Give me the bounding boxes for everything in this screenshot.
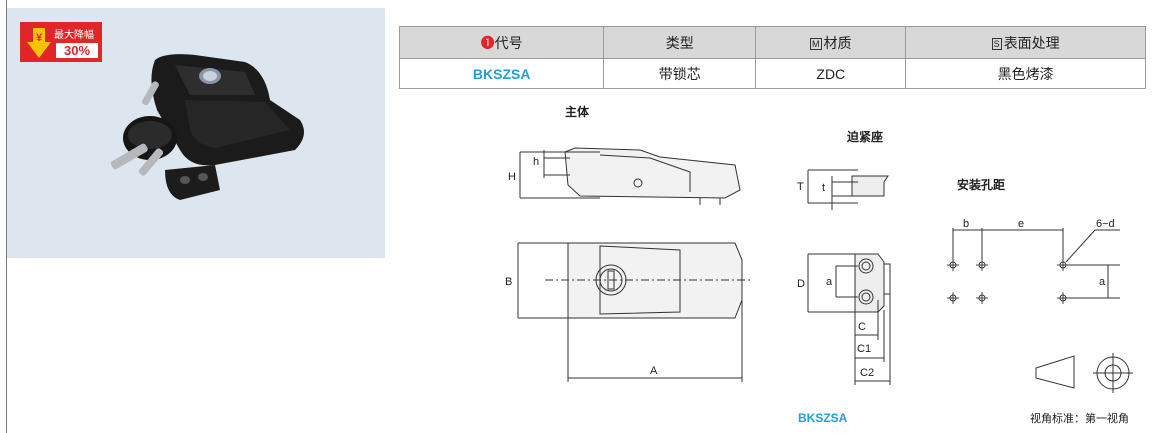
svg-text:C: C: [858, 321, 866, 333]
svg-text:C2: C2: [860, 367, 874, 379]
price-down-arrow-icon: ¥: [27, 28, 51, 58]
frame-border: [6, 0, 7, 433]
discount-badge: ¥ 最大降幅 30%: [20, 22, 102, 62]
svg-text:t: t: [822, 182, 825, 194]
cell-code[interactable]: BKSZSA: [398, 58, 605, 89]
cell-material: ZDC: [755, 58, 907, 89]
product-photo: [110, 54, 304, 200]
svg-text:h: h: [533, 156, 539, 168]
first-angle-projection-icon: [1035, 353, 1133, 393]
svg-text:T: T: [797, 181, 804, 193]
svg-text:C1: C1: [857, 343, 871, 355]
svg-text:H: H: [508, 171, 516, 183]
header-code: ❶代号: [398, 26, 605, 59]
retainer-side-view: [807, 169, 889, 210]
label-view-standard: 视角标准：第一视角: [1030, 413, 1129, 425]
svg-text:D: D: [797, 278, 805, 290]
svg-text:A: A: [650, 365, 658, 377]
table-row: BKSZSA 带锁芯 ZDC 黑色烤漆: [398, 58, 1146, 89]
svg-text:e: e: [1018, 218, 1024, 230]
cell-surface: 黑色烤漆: [905, 58, 1146, 89]
svg-text:a: a: [1099, 276, 1106, 288]
hole-pitch-diagram: [947, 228, 1120, 304]
main-top-view: [517, 242, 750, 382]
svg-text:b: b: [963, 218, 969, 230]
label-hole-pitch: 安装孔距: [957, 178, 1006, 192]
main-side-view: [519, 147, 741, 205]
retainer-top-view: [807, 253, 891, 385]
cell-type: 带锁芯: [603, 58, 757, 89]
badge-value: 30%: [56, 43, 98, 58]
svg-text:6−d: 6−d: [1096, 218, 1115, 230]
svg-text:B: B: [505, 276, 512, 288]
label-model: BKSZSA: [798, 411, 848, 425]
label-retainer: 迫紧座: [847, 130, 884, 144]
svg-text:¥: ¥: [36, 32, 43, 44]
svg-text:a: a: [826, 276, 833, 288]
badge-title: 最大降幅: [54, 30, 94, 41]
label-main-body: 主体: [565, 105, 590, 119]
